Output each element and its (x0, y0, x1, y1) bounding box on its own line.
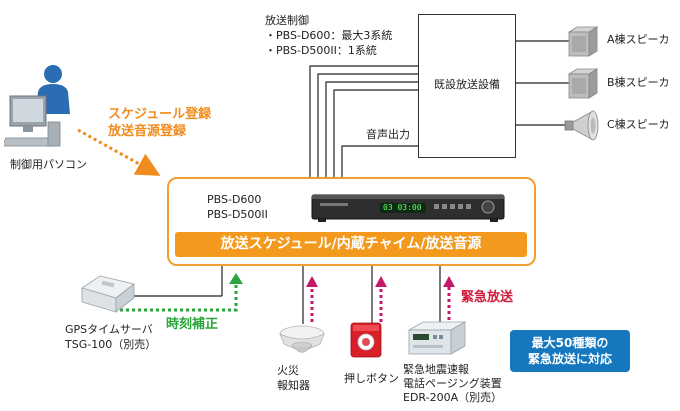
time-correction-arrow (120, 282, 238, 312)
control-title: 放送制御 (265, 14, 309, 27)
fire-label-2: 報知器 (277, 379, 310, 392)
registration-arrow (77, 128, 161, 176)
eew-label-3: EDR-200A（別売） (403, 391, 503, 404)
time-correction-label: 時刻補正 (166, 317, 219, 332)
gps-label-1: GPSタイムサーバ (65, 323, 153, 336)
pc-user-icon (4, 65, 70, 147)
control-line-3 (325, 81, 418, 177)
callout-line-1: 最大50種類の (531, 336, 609, 350)
eew-label-2: 電話ページング装置 (403, 377, 502, 390)
gps-server-icon (81, 275, 135, 313)
feature-bar: 放送スケジュール/内蔵チャイム/放送音源 (175, 232, 527, 257)
control-line-1 (309, 65, 418, 177)
audio-output-label: 音声出力 (366, 128, 410, 141)
model-pbs-d600: PBS-D600 (207, 193, 262, 206)
time-correction-arrowhead (229, 273, 243, 284)
fire-detector-icon (279, 325, 325, 353)
device-display-text: 03 03:00 (383, 203, 422, 212)
gps-label-2: TSG-100（別売） (65, 338, 157, 351)
existing-equipment-box (418, 14, 516, 158)
fire-label-1: 火災 (277, 364, 299, 377)
eew-arrowhead (443, 276, 455, 287)
fire-arrowhead (306, 276, 318, 287)
emergency-callout: 最大50種類の 緊急放送に対応 (510, 330, 630, 372)
push-button-icon (350, 322, 382, 358)
speaker-b-icon (567, 68, 599, 99)
speaker-c-label: C棟スピーカ (607, 118, 670, 131)
speaker-a-icon (567, 26, 599, 57)
callout-line-2: 緊急放送に対応 (527, 352, 612, 366)
pc-caption: 制御用パソコン (10, 158, 87, 171)
speaker-a-label: A棟スピーカ (607, 33, 670, 46)
push-button-label: 押しボタン (344, 372, 399, 385)
control-line-4 (333, 89, 418, 177)
audio-output-line (341, 145, 418, 177)
speaker-b-label: B棟スピーカ (607, 76, 670, 89)
model-pbs-d500ii: PBS-D500II (207, 208, 268, 221)
control-line2: ・PBS-D500II：1系統 (265, 44, 377, 57)
eew-label-1: 緊急地震速報 (403, 363, 469, 376)
control-line-2 (317, 73, 418, 177)
schedule-registration-label: スケジュール登録 (108, 107, 212, 122)
audio-registration-label: 放送音源登録 (108, 124, 187, 139)
emergency-broadcast-label: 緊急放送 (461, 290, 514, 305)
existing-equipment-label: 既設放送設備 (434, 78, 500, 91)
button-arrowhead (375, 276, 387, 287)
eew-device-icon (407, 321, 467, 355)
horn-speaker-icon (564, 110, 599, 141)
control-line1: ・PBS-D600：最大3系統 (265, 29, 393, 42)
pbs-device-icon (311, 194, 505, 222)
